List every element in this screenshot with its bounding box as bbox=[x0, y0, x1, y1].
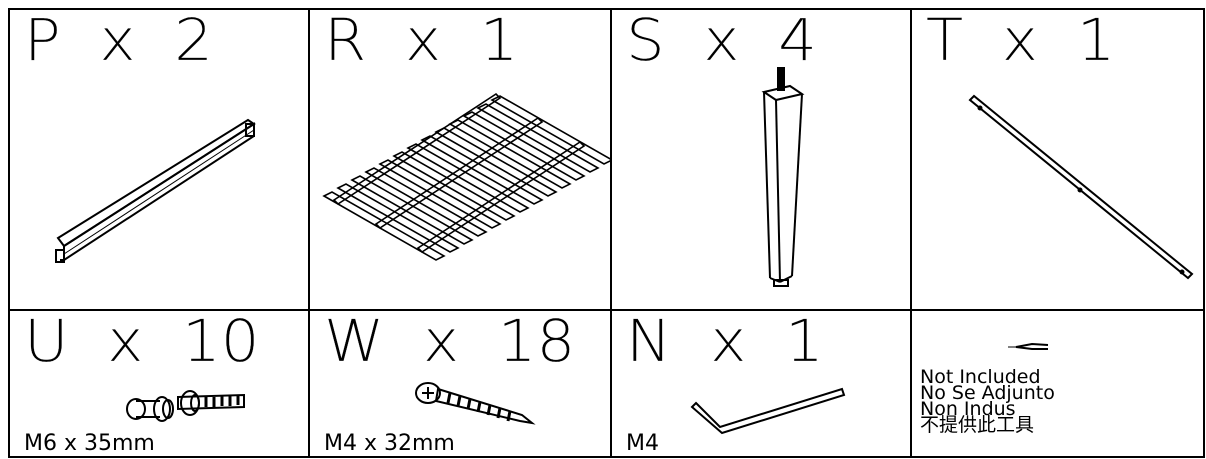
part-cell-u: U x 10 M6 x 35mm bbox=[10, 311, 308, 458]
slat bbox=[434, 127, 558, 197]
part-cell-p: P x 2 bbox=[10, 10, 308, 309]
side-rail-icon bbox=[55, 118, 256, 263]
not-included-note: Not Included No Se Adjunto Non Indus 不提供… bbox=[920, 366, 1055, 436]
grid-divider bbox=[610, 10, 612, 456]
note-line: Not Included bbox=[920, 366, 1041, 388]
slat bbox=[406, 143, 530, 213]
slat bbox=[462, 111, 586, 181]
slat bbox=[448, 119, 572, 189]
part-cell-t: T x 1 bbox=[912, 10, 1205, 309]
part-label: T x 1 bbox=[926, 10, 1116, 74]
slat bbox=[420, 135, 544, 205]
slat bbox=[392, 151, 516, 221]
grid-divider bbox=[10, 309, 1203, 311]
bolt-washer-icon bbox=[126, 390, 245, 422]
leg-icon bbox=[761, 67, 805, 287]
slat bbox=[378, 159, 502, 229]
part-label: N x 1 bbox=[626, 311, 824, 375]
slat bbox=[490, 95, 610, 165]
part-spec: M4 x 32mm bbox=[324, 431, 455, 456]
slat bbox=[364, 167, 488, 237]
note-line: 不提供此工具 bbox=[920, 414, 1035, 436]
part-spec: M6 x 35mm bbox=[24, 431, 155, 456]
part-label: W x 18 bbox=[324, 311, 576, 375]
slat-rail bbox=[332, 92, 502, 206]
part-cell-r: R x 1 bbox=[310, 10, 610, 309]
screwdriver-icon bbox=[1008, 342, 1049, 350]
part-cell-s: S x 4 bbox=[612, 10, 910, 309]
slat bbox=[322, 191, 446, 261]
slat-rail bbox=[416, 140, 586, 254]
part-label: R x 1 bbox=[324, 10, 519, 74]
slat bbox=[350, 175, 474, 245]
part-cell-w: W x 18 M4 x 32mm bbox=[310, 311, 610, 458]
slat bbox=[336, 183, 460, 253]
slat-frame-icon bbox=[322, 92, 610, 261]
note-line: Non Indus bbox=[920, 398, 1016, 420]
center-rail-icon bbox=[968, 94, 1194, 280]
parts-grid: P x 2 R x 1 S x 4 bbox=[8, 8, 1205, 458]
note-line: No Se Adjunto bbox=[920, 382, 1055, 404]
screw-icon bbox=[415, 382, 536, 425]
part-spec: M4 bbox=[626, 431, 659, 456]
part-cell-n: N x 1 M4 bbox=[612, 311, 910, 458]
part-label: S x 4 bbox=[626, 10, 817, 74]
grid-divider bbox=[308, 10, 310, 456]
grid-divider bbox=[910, 10, 912, 456]
slat bbox=[476, 103, 600, 173]
slat-rail bbox=[374, 116, 544, 230]
part-label: P x 2 bbox=[24, 10, 213, 74]
allen-wrench-icon bbox=[690, 387, 846, 435]
part-cell-tool: Not Included No Se Adjunto Non Indus 不提供… bbox=[912, 311, 1205, 458]
part-label: U x 10 bbox=[24, 311, 260, 375]
